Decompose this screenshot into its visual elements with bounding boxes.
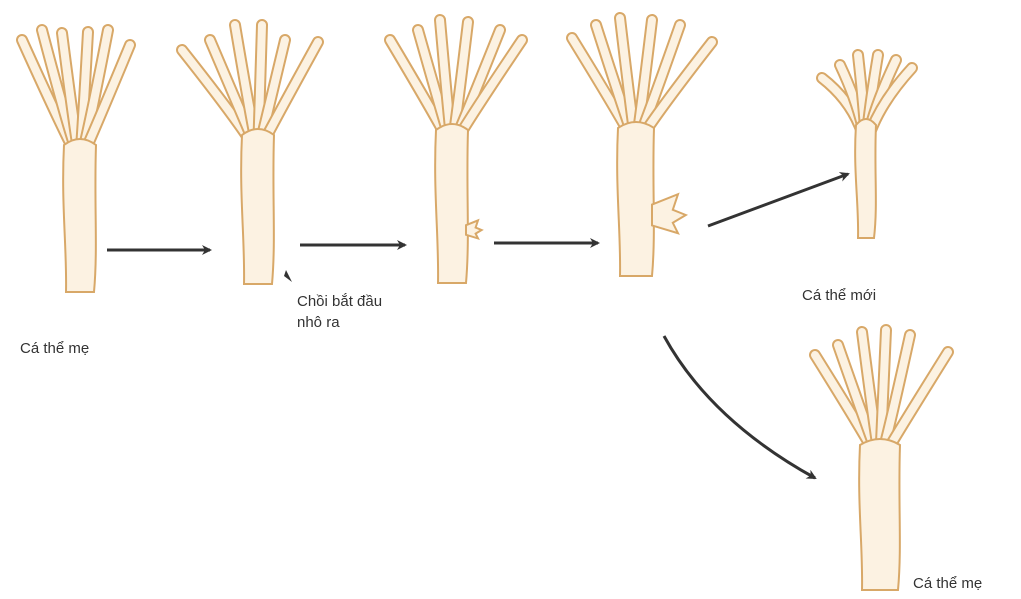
hydra-body [435, 124, 468, 283]
hydra-body [63, 139, 96, 292]
label-bud-emerging: Chồi bắt đầu nhô ra [297, 291, 382, 333]
label-mother-individual-final: Cá thể mẹ [913, 573, 982, 594]
bud [652, 194, 686, 233]
hydra-mother-stage-1 [22, 30, 130, 292]
label-new-individual: Cá thể mới [802, 285, 876, 306]
label-bud-line1: Chồi bắt đầu [297, 291, 382, 312]
hydra-mother-final [815, 330, 948, 590]
pointer-to-bud [284, 270, 292, 282]
hydra-stage-4 [572, 18, 712, 276]
hydra-body [859, 439, 900, 590]
hydra-new-individual [822, 55, 912, 238]
arrow-to-new-individual [708, 174, 848, 226]
arrow-to-mother-final [664, 336, 815, 478]
hydra-body [855, 119, 876, 238]
label-bud-line2: nhô ra [297, 312, 382, 333]
hydra-body [241, 129, 274, 284]
hydra-body [617, 122, 654, 276]
hydra-stage-2 [182, 25, 318, 284]
label-mother-individual: Cá thể mẹ [20, 338, 89, 359]
